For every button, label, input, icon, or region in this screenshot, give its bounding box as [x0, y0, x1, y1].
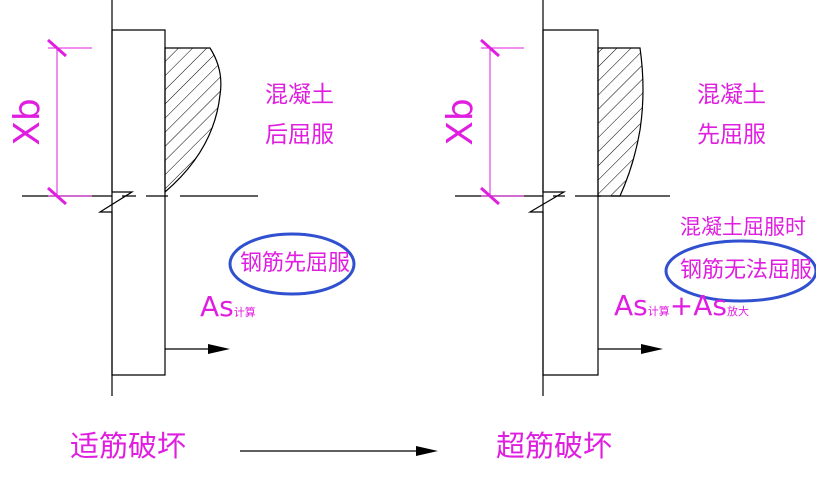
- left-concrete-label-2: 后屈服: [265, 122, 334, 148]
- right-steel-arrow-head: [641, 344, 663, 354]
- right-as-sub-2: 放大: [726, 305, 749, 318]
- right-xb-label: Xb: [440, 98, 481, 146]
- left-as-label: As计算: [200, 293, 256, 321]
- left-steel-arrow-head: [208, 344, 230, 354]
- right-as-main-2: As: [693, 289, 727, 322]
- left-dim-tick-bottom: [47, 186, 67, 206]
- left-xb-label: Xb: [7, 98, 48, 146]
- left-as-main: As: [200, 290, 234, 323]
- left-dim-tick-top: [47, 38, 67, 58]
- right-stress-block: [597, 47, 644, 197]
- left-as-sub: 计算: [233, 306, 256, 319]
- left-steel-note: 钢筋先屈服: [240, 251, 351, 276]
- right-dim-tick-bottom: [480, 186, 500, 206]
- left-caption: 适筋破坏: [70, 429, 187, 463]
- right-as-sub-1: 计算: [647, 305, 670, 318]
- left-note-ellipse: [228, 232, 356, 296]
- right-concrete-label-2: 先屈服: [697, 122, 766, 148]
- left-section: [22, 0, 356, 396]
- right-note-line-1: 混凝土屈服时: [680, 215, 806, 239]
- right-dim-tick-top: [480, 38, 500, 58]
- left-stress-block: [164, 47, 222, 194]
- right-section: [455, 0, 816, 396]
- left-beam-outline: [97, 29, 166, 376]
- transition-arrow: [240, 446, 438, 456]
- right-beam-outline: [527, 29, 599, 376]
- left-concrete-label-1: 混凝土: [265, 82, 334, 108]
- right-caption: 超筋破坏: [496, 429, 613, 463]
- transition-arrow-head: [416, 446, 438, 456]
- right-plus-sign: +: [669, 289, 694, 322]
- right-concrete-label-1: 混凝土: [697, 82, 766, 108]
- right-as-label: As计算+As放大: [614, 292, 749, 320]
- right-as-main-1: As: [614, 289, 648, 322]
- right-note-line-2: 钢筋无法屈服: [680, 258, 813, 283]
- right-note-ellipse: [664, 239, 816, 303]
